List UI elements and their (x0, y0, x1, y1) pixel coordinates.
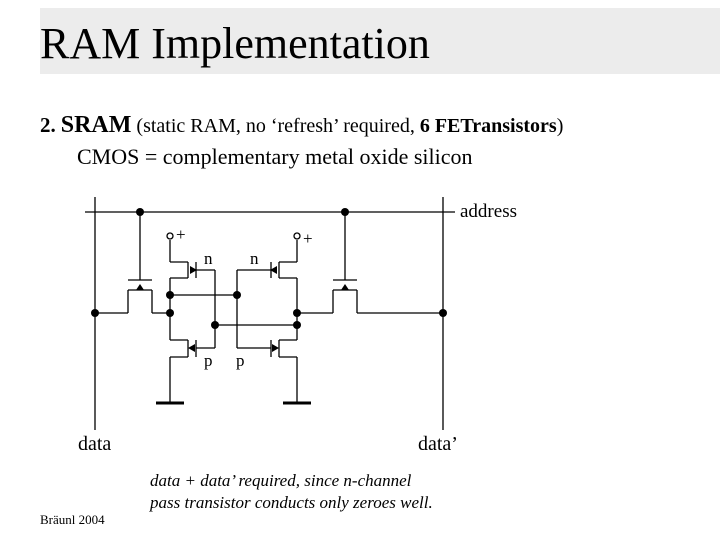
plus-label-right: + (303, 229, 313, 248)
right-access-transistor (297, 212, 443, 314)
left-access-transistor (95, 212, 170, 314)
title-band (40, 8, 720, 74)
data-bar-label: data’ (418, 433, 458, 455)
item-desc-bold: 6 FETransistors (419, 115, 557, 137)
item-desc-pre: (static RAM, no ‘refresh’ required, (131, 115, 420, 137)
junction-dots (91, 208, 447, 329)
slide-title: RAM Implementation (40, 19, 430, 68)
address-label: address (460, 201, 517, 222)
cmos-line: CMOS = complementary metal oxide silicon (77, 144, 473, 169)
item-name: SRAM (60, 112, 132, 138)
p-label-right: p (236, 351, 245, 370)
plus-label-left: + (176, 225, 186, 244)
note-line-1: data + data’ required, since n-channel (150, 471, 412, 490)
note-line-2: pass transistor conducts only zeroes wel… (150, 493, 433, 512)
author-credit: Bräunl 2004 (40, 512, 105, 527)
sram-heading: 2. SRAM (static RAM, no ‘refresh’ requir… (40, 112, 563, 139)
vdd-terminal-right (293, 232, 301, 240)
n-label-right: n (250, 249, 259, 268)
vdd-terminal-left (166, 232, 174, 240)
right-inverter (236, 240, 311, 405)
item-desc-post: ) (556, 115, 564, 137)
explanation-note: data + data’ required, since n-channel p… (150, 470, 433, 514)
item-number: 2. (40, 113, 56, 137)
p-label-left: p (204, 351, 213, 370)
n-label-left: n (204, 249, 213, 268)
data-label: data (78, 433, 112, 455)
